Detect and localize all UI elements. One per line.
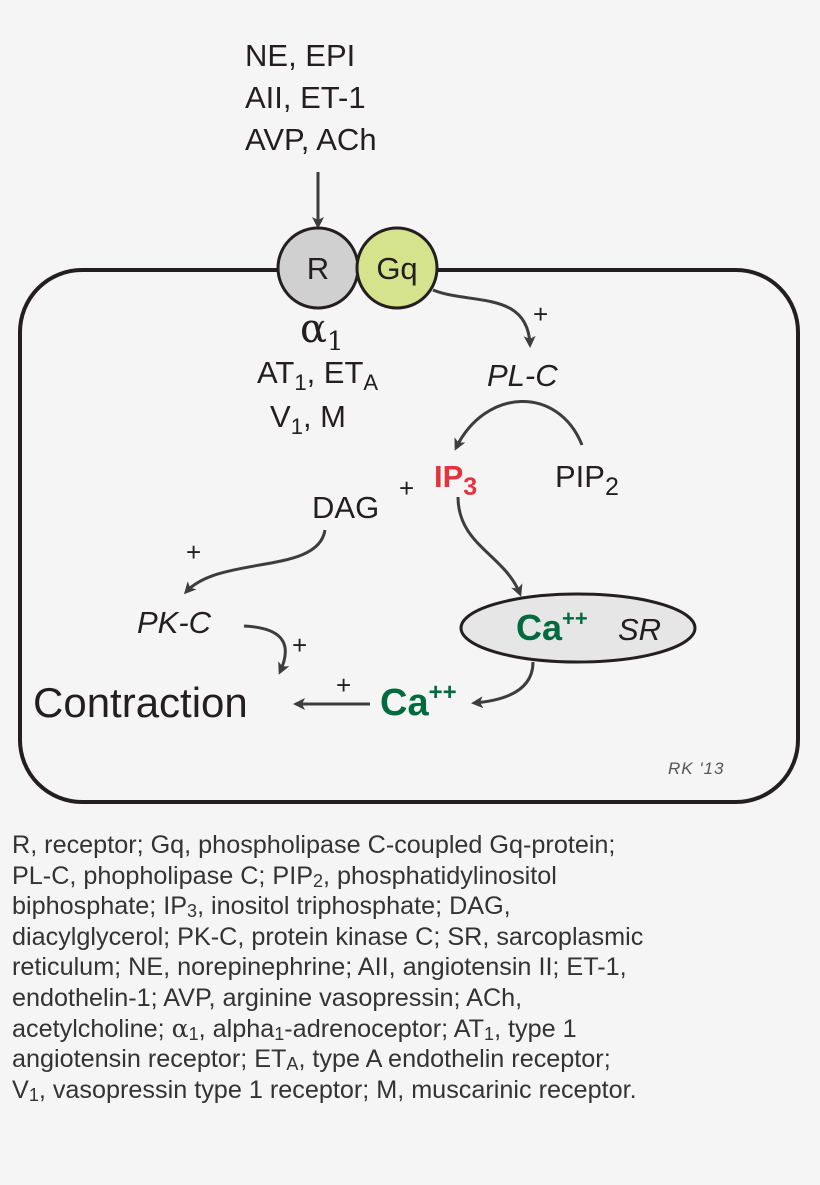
- legend-text: biphosphate; IP: [12, 892, 188, 921]
- legend-text: diacylglycerol; PK-C, protein kinase C; …: [12, 922, 644, 951]
- legend-text: , inositol triphosphate; DAG,: [197, 892, 511, 921]
- pkc-label: PK-C: [137, 605, 212, 640]
- sr-calcium-label: Ca++: [516, 606, 588, 648]
- legend: R, receptor; Gq, phospholipase C-coupled…: [12, 830, 812, 1105]
- legend-text: , type A endothelin receptor;: [298, 1045, 611, 1074]
- dag-label: DAG: [312, 490, 379, 525]
- receptor-label: R: [307, 251, 329, 286]
- plus-dag-ip3: +: [399, 473, 414, 503]
- legend-line: V1, vasopressin type 1 receptor; M, musc…: [12, 1075, 812, 1106]
- agonist-line-2: AII, ET-1: [245, 80, 366, 115]
- ip3-to-sr-arrow: [456, 496, 523, 597]
- legend-alpha-symbol: α: [171, 1013, 189, 1043]
- plus-dag-pkc: +: [186, 537, 201, 567]
- legend-text: , phosphatidylinositol: [323, 861, 557, 890]
- legend-text: endothelin-1; AVP, arginine vasopressin;…: [12, 983, 523, 1012]
- legend-text: angiotensin receptor; ET: [12, 1045, 287, 1074]
- legend-text: , alpha: [198, 1014, 275, 1043]
- legend-line: endothelin-1; AVP, arginine vasopressin;…: [12, 983, 812, 1014]
- agonist-line-3: AVP, ACh: [245, 122, 377, 157]
- pip2-to-ip3-arrow: [454, 400, 584, 451]
- ip3-label: IP3: [434, 459, 477, 501]
- legend-line: acetylcholine; α1, alpha1-adrenoceptor; …: [12, 1014, 812, 1045]
- legend-line: PL-C, phopholipase C; PIP2, phosphatidyl…: [12, 861, 812, 892]
- gq-protein-label: Gq: [376, 251, 417, 286]
- gq-protein-circle: [355, 226, 439, 310]
- receptor-type-alpha1: α1: [300, 306, 344, 357]
- legend-subscript: 1: [188, 1023, 199, 1044]
- legend-line: diacylglycerol; PK-C, protein kinase C; …: [12, 922, 812, 953]
- legend-line: reticulum; NE, norepinephrine; AII, angi…: [12, 952, 812, 983]
- legend-text: V: [12, 1075, 29, 1104]
- legend-subscript: 1: [28, 1084, 39, 1105]
- receptor-types-line-3: V1, M: [270, 399, 346, 439]
- legend-text: -adrenoceptor; AT: [284, 1014, 485, 1043]
- gq-to-plc-arrow: [432, 288, 536, 348]
- legend-text: , type 1: [494, 1014, 577, 1043]
- plus-ca-contraction: +: [336, 670, 351, 700]
- legend-text: PL-C, phopholipase C; PIP: [12, 861, 314, 890]
- agonist-line-1: NE, EPI: [245, 38, 355, 73]
- sr-label: SR: [618, 612, 661, 647]
- legend-line: angiotensin receptor; ETA, type A endoth…: [12, 1044, 812, 1075]
- pkc-to-contraction-arrow: [243, 624, 290, 675]
- pip2-label: PIP2: [555, 459, 619, 501]
- dag-to-pkc-arrow: [183, 529, 327, 595]
- contraction-label: Contraction: [33, 679, 248, 726]
- sarcoplasmic-reticulum: [459, 592, 697, 664]
- legend-subscript: 2: [313, 870, 324, 891]
- plus-pkc-contraction: +: [292, 630, 307, 660]
- receptor-types-line-2: AT1, ETA: [257, 355, 378, 395]
- plc-label: PL-C: [487, 358, 558, 393]
- plus-gq-plc: +: [533, 299, 548, 329]
- legend-text: acetylcholine;: [12, 1014, 172, 1043]
- legend-subscript: 1: [274, 1023, 285, 1044]
- legend-text: , vasopressin type 1 receptor; M, muscar…: [38, 1075, 637, 1104]
- free-calcium-label: Ca++: [380, 679, 457, 724]
- legend-text: R, receptor; Gq, phospholipase C-coupled…: [12, 831, 616, 859]
- author-signature: RK '13: [668, 759, 725, 778]
- legend-line: biphosphate; IP3, inositol triphosphate;…: [12, 891, 812, 922]
- legend-subscript: A: [286, 1054, 299, 1075]
- legend-line: R, receptor; Gq, phospholipase C-coupled…: [12, 830, 812, 861]
- legend-subscript: 3: [187, 901, 198, 922]
- sr-to-ca-arrow: [471, 661, 535, 709]
- signaling-diagram: NE, EPI AII, ET-1 AVP, ACh R Gq α1 AT1, …: [18, 38, 800, 804]
- legend-subscript: 1: [484, 1023, 495, 1044]
- legend-text: reticulum; NE, norepinephrine; AII, angi…: [12, 953, 627, 982]
